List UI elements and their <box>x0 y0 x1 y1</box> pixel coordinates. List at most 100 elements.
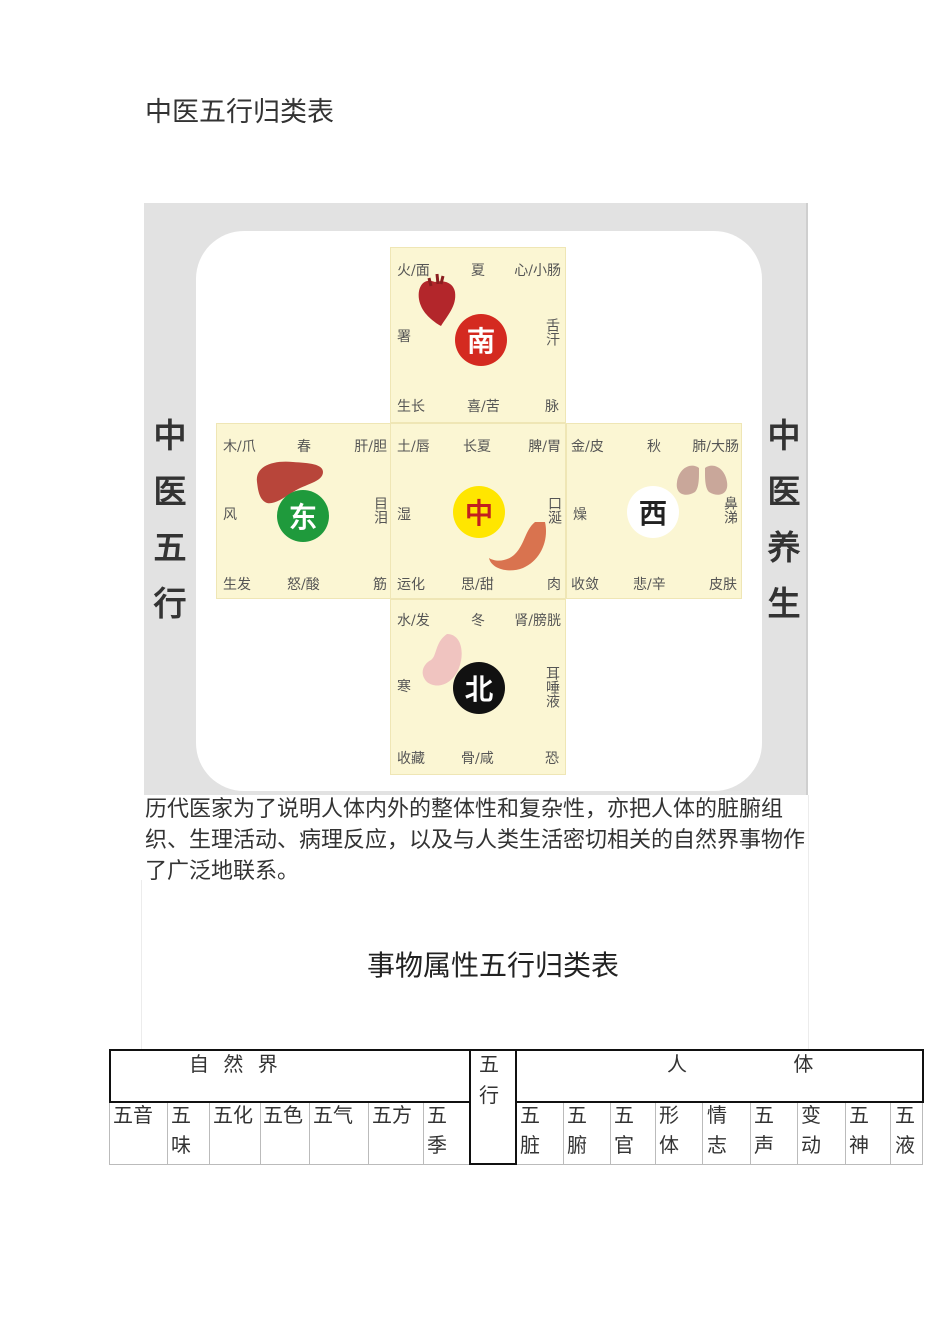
north-process: 收藏 <box>397 751 425 767</box>
middle-process: 运化 <box>397 577 425 593</box>
col-wuhua: 五化 <box>213 1103 253 1127</box>
table-border <box>109 1049 111 1103</box>
table-rule <box>610 1103 611 1165</box>
table-rule <box>890 1103 891 1165</box>
north-circle: 北 <box>453 662 505 714</box>
side-right-char: 中 <box>767 416 801 455</box>
north-climate: 寒 <box>397 679 411 695</box>
east-climate: 风 <box>223 507 237 523</box>
east-circle: 东 <box>277 490 329 542</box>
col-wuye: 五液 <box>895 1103 915 1157</box>
table-border <box>515 1049 517 1165</box>
middle-element: 土/唇 <box>397 439 430 455</box>
south-emotion: 喜/苦 <box>467 399 500 415</box>
table-rule <box>309 1103 310 1165</box>
heart-icon <box>418 273 456 326</box>
side-right-char: 养 <box>767 528 801 567</box>
table-border <box>469 1163 517 1165</box>
cell-north: 水/发 冬 肾/膀胱 寒 耳唾液 收藏 骨/咸 恐 北 <box>390 599 566 775</box>
col-wuwei: 五味 <box>171 1103 191 1157</box>
col-wuguan: 五官 <box>614 1103 634 1157</box>
table-rule <box>750 1103 751 1165</box>
side-left-char: 五 <box>153 528 187 567</box>
middle-emotion: 思/甜 <box>461 577 494 593</box>
north-season: 冬 <box>471 613 485 629</box>
east-season: 春 <box>297 439 311 455</box>
north-element: 水/发 <box>397 613 430 629</box>
col-wusheng: 五声 <box>754 1103 774 1157</box>
west-sense: 鼻涕 <box>722 496 738 524</box>
col-wufu: 五腑 <box>567 1103 587 1157</box>
table-rule <box>109 1103 110 1165</box>
intro-paragraph: 历代医家为了说明人体内外的整体性和复杂性，亦把人体的脏腑组织、生理活动、病理反应… <box>145 797 806 884</box>
south-organ: 心/小肠 <box>514 263 561 279</box>
north-sense: 耳唾液 <box>544 666 560 708</box>
west-organ: 肺/大肠 <box>692 439 739 455</box>
cell-east: 木/爪 春 肝/胆 风 目泪 生发 怒/酸 筋 东 <box>216 423 392 599</box>
south-season: 夏 <box>471 263 485 279</box>
col-wushen: 五神 <box>849 1103 869 1157</box>
side-left-char: 医 <box>153 472 187 511</box>
south-climate: 署 <box>397 329 411 345</box>
table-rule <box>563 1103 564 1165</box>
table-rule <box>368 1103 369 1165</box>
table-rule <box>209 1103 210 1165</box>
kidney-icon <box>422 634 462 686</box>
col-qingzhi: 情志 <box>707 1103 727 1157</box>
table-rule <box>922 1103 923 1165</box>
west-circle: 西 <box>627 486 679 538</box>
wuxing-table: 自 然 界 五行 人 体 五音 五味 五化 五色 五气 五方 五季 五脏 五腑 … <box>109 1049 924 1165</box>
lungs-icon <box>676 454 728 495</box>
south-sense: 舌汗 <box>544 318 560 346</box>
middle-organ: 脾/胃 <box>528 439 561 455</box>
east-organ: 肝/胆 <box>354 439 387 455</box>
document-title: 中医五行归类表 <box>145 97 334 128</box>
table-rule <box>109 1164 469 1165</box>
south-tissue: 脉 <box>545 399 559 415</box>
table-rule <box>702 1103 703 1165</box>
table-rule <box>797 1103 798 1165</box>
col-wufang: 五方 <box>372 1103 412 1127</box>
east-tissue: 筋 <box>373 577 387 593</box>
middle-circle: 中 <box>453 486 505 538</box>
south-circle: 南 <box>455 314 507 366</box>
col-wuzang: 五脏 <box>520 1103 540 1157</box>
divider <box>141 880 142 1050</box>
east-process: 生发 <box>223 577 251 593</box>
cell-middle: 土/唇 长夏 脾/胃 湿 口涎 运化 思/甜 肉 中 <box>390 423 566 599</box>
col-wuyin: 五音 <box>113 1103 153 1127</box>
south-process: 生长 <box>397 399 425 415</box>
header-wuxing: 五行 <box>479 1052 499 1107</box>
cell-south: 火/面 夏 心/小肠 署 舌汗 生长 喜/苦 脉 南 <box>390 247 566 423</box>
liver-icon <box>256 461 323 504</box>
middle-sense: 口涎 <box>546 496 562 524</box>
col-wuse: 五色 <box>263 1103 303 1127</box>
table-border <box>469 1049 471 1165</box>
middle-tissue: 肉 <box>547 577 561 593</box>
table-rule <box>260 1103 261 1165</box>
west-emotion: 悲/辛 <box>633 577 666 593</box>
north-organ: 肾/膀胱 <box>514 613 561 629</box>
cell-west: 金/皮 秋 肺/大肠 燥 鼻涕 收敛 悲/辛 皮肤 西 <box>566 423 742 599</box>
west-process: 收敛 <box>571 577 599 593</box>
table-border <box>109 1101 471 1103</box>
south-element: 火/面 <box>397 263 430 279</box>
north-emotion: 骨/咸 <box>461 751 494 767</box>
table-rule <box>517 1164 923 1165</box>
east-sense: 目泪 <box>372 496 388 524</box>
middle-season: 长夏 <box>463 439 491 455</box>
north-tissue: 恐 <box>545 751 559 767</box>
side-left-char: 行 <box>153 584 187 623</box>
table-title: 事物属性五行归类表 <box>366 949 619 982</box>
west-season: 秋 <box>647 439 661 455</box>
table-border <box>517 1101 924 1103</box>
east-emotion: 怒/酸 <box>287 577 320 593</box>
side-title-right: 中 医 养 生 <box>764 408 804 632</box>
west-climate: 燥 <box>573 507 587 523</box>
table-rule <box>845 1103 846 1165</box>
side-right-char: 生 <box>767 584 801 623</box>
side-left-char: 中 <box>153 416 187 455</box>
side-title-left: 中 医 五 行 <box>150 408 190 632</box>
col-wuji: 五季 <box>427 1103 447 1157</box>
figure-edge <box>806 203 808 795</box>
